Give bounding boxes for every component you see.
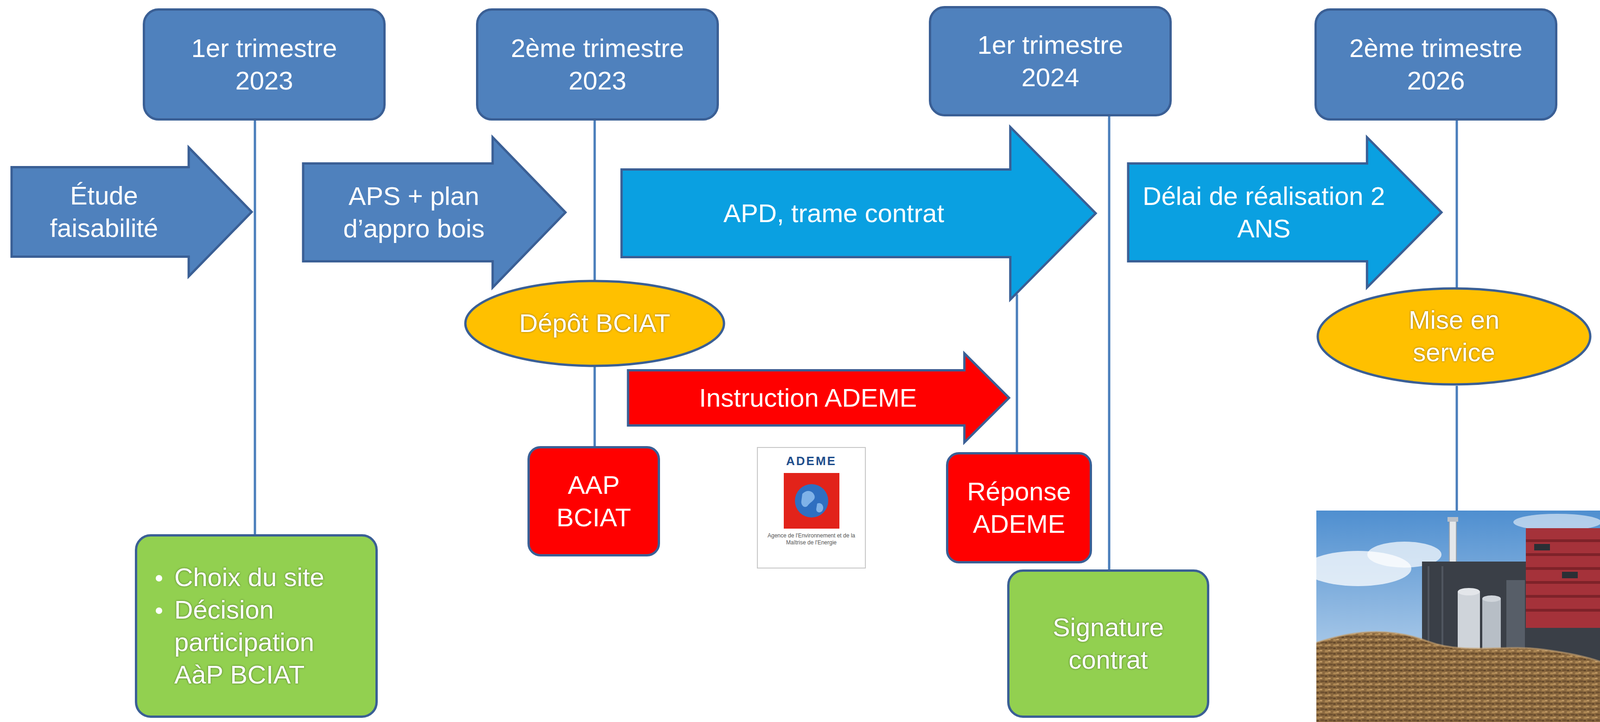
logo-caption: Agence de l'Environnement et de la Maîtr…: [761, 532, 862, 547]
photo-stripe: [1525, 566, 1600, 570]
photo-stripe: [1525, 580, 1600, 584]
decision-box: Choix du siteDécision participation AàP …: [134, 533, 378, 718]
arrow-outline: [11, 147, 252, 277]
arrow-outline: [303, 137, 566, 288]
ademe-logo: ADEME Agence de l'Environnement et de la…: [756, 446, 866, 569]
photo-red-block: [1525, 527, 1600, 628]
text-area: Choix du siteDécision participation AàP …: [137, 536, 376, 716]
node-text: APS + plan d’appro bois: [312, 179, 515, 245]
ademe-box: Réponse ADEME: [946, 451, 1093, 564]
bullet-dot: [155, 574, 163, 582]
bullet-dot: [155, 607, 163, 614]
photo-chimney-cap: [1447, 516, 1459, 522]
node-text: Instruction ADEME: [637, 381, 978, 414]
text-area: Mise en service: [1371, 301, 1537, 372]
photo-wood-chips: [1316, 631, 1600, 722]
node-text: 1er trimestre 2024: [949, 28, 1151, 94]
bullet-text: Choix du site: [174, 560, 351, 594]
instruction-arrow: Instruction ADEME: [626, 351, 1011, 444]
photo-pile-edge: [1316, 631, 1600, 662]
arrow-outline: [628, 353, 1010, 443]
text-area: Délai de réalisation 2 ANS: [1137, 163, 1390, 261]
text-area: 2ème trimestre 2023: [478, 10, 717, 119]
bullet-row: Choix du site: [155, 560, 351, 594]
text-area: Réponse ADEME: [948, 454, 1090, 561]
phase-arrow: APS + plan d’appro bois: [301, 135, 567, 289]
text-area: Instruction ADEME: [637, 370, 978, 426]
text-area: Signature contrat: [1009, 571, 1207, 716]
photo-stripe: [1525, 594, 1600, 598]
logo-slot: Agence de l'Environnement et de la Maîtr…: [761, 532, 862, 547]
node-text: 2ème trimestre 2023: [496, 31, 699, 97]
text-area: APS + plan d’appro bois: [312, 163, 515, 261]
quarter-header: 1er trimestre 2024: [928, 6, 1172, 117]
boiler-plant-photo: [1316, 510, 1600, 722]
block-arrow-shape: [10, 146, 254, 278]
text-area: AAP BCIAT: [529, 448, 658, 554]
text-area: 1er trimestre 2024: [931, 8, 1170, 115]
timeline-line: [593, 365, 597, 446]
ademe-logo-mark: [783, 472, 840, 529]
node-text: Signature contrat: [1028, 610, 1189, 676]
text-area: 2ème trimestre 2026: [1316, 10, 1556, 119]
block-arrow-shape: [301, 135, 567, 289]
photo-silo-top: [1457, 587, 1480, 596]
photo-silo-top: [1482, 595, 1501, 602]
text-area: 1er trimestre 2023: [145, 10, 384, 119]
bullet-row: Décision participation AàP BCIAT: [155, 593, 351, 691]
logo-slot: ADEME: [761, 453, 862, 470]
logo-land: [816, 502, 824, 513]
node-text: Étude faisabilité: [28, 179, 180, 245]
timeline-line: [1015, 294, 1019, 452]
text-area: APD, trame contrat: [631, 169, 1037, 258]
ellipse-shape: [1316, 286, 1592, 386]
quarter-header: 2ème trimestre 2023: [476, 8, 719, 121]
ellipse-outline: [1317, 288, 1591, 385]
phase-arrow: APD, trame contrat: [620, 125, 1098, 301]
node-text: Dépôt BCIAT: [497, 306, 692, 340]
node-text: Réponse ADEME: [959, 475, 1079, 540]
timeline-line: [1455, 120, 1459, 289]
quarter-header: 2ème trimestre 2026: [1314, 8, 1558, 121]
phase-arrow: Étude faisabilité: [10, 146, 254, 278]
photo-window: [1561, 571, 1578, 578]
logo-globe: [794, 483, 829, 518]
photo-stripe: [1525, 552, 1600, 556]
milestone-ellipse: Dépôt BCIAT: [463, 279, 726, 368]
phase-arrow: Délai de réalisation 2 ANS: [1126, 135, 1443, 289]
node-text: AAP BCIAT: [542, 468, 645, 534]
photo-sky: [1316, 510, 1600, 722]
text-area: Dépôt BCIAT: [497, 292, 692, 355]
milestone-ellipse: Mise en service: [1316, 286, 1592, 386]
node-text: 1er trimestre 2023: [163, 31, 365, 97]
ellipse-outline: [465, 280, 724, 366]
photo-cloud: [1513, 513, 1600, 531]
quarter-header: 1er trimestre 2023: [142, 8, 386, 121]
text-area: Étude faisabilité: [28, 166, 180, 257]
photo-stripe: [1525, 608, 1600, 612]
logo-square: [783, 472, 840, 529]
timeline-line: [593, 120, 597, 281]
block-arrow-shape: [1126, 135, 1443, 289]
node-text: APD, trame contrat: [631, 196, 1037, 230]
photo-stripe: [1525, 539, 1600, 542]
leader-line: [1455, 385, 1459, 511]
bullet-text: Décision participation AàP BCIAT: [174, 593, 351, 691]
logo-wordmark: ADEME: [761, 453, 862, 470]
timeline-line: [253, 120, 257, 534]
timeline-line: [1108, 116, 1111, 570]
node-text: Délai de réalisation 2 ANS: [1137, 179, 1390, 245]
decision-box: Signature contrat: [1007, 569, 1210, 718]
ademe-box: AAP BCIAT: [527, 445, 661, 557]
arrow-outline: [621, 126, 1096, 300]
node-text: Mise en service: [1371, 303, 1537, 369]
logo-land: [800, 490, 815, 507]
node-text: 2ème trimestre 2026: [1335, 31, 1537, 97]
arrow-outline: [1128, 137, 1442, 288]
photo-window: [1534, 543, 1550, 551]
